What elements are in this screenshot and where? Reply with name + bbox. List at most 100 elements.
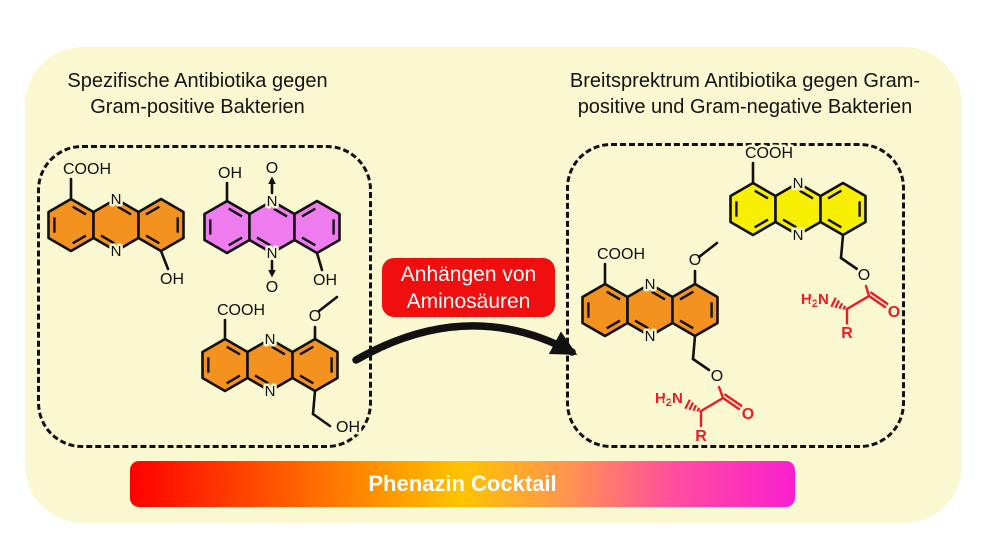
bond <box>691 357 711 372</box>
n-oxide-arrowhead <box>268 176 276 184</box>
double-bond <box>679 319 694 330</box>
atom-label-o: O <box>266 160 278 177</box>
molecule-phenazine-orange-ester: COOH O O O H2N R NN <box>581 241 757 448</box>
red-bond <box>721 396 741 411</box>
n-oxide-arrowhead <box>268 270 276 278</box>
double-bond <box>72 205 87 216</box>
double-bond <box>226 374 241 385</box>
red-bond <box>864 284 871 298</box>
double-bond <box>100 234 115 245</box>
atom-label-n: N <box>265 331 276 348</box>
hash-mark <box>842 305 847 310</box>
left-group-box <box>37 145 372 448</box>
molecule-phenazine-orange-1: COOH OH N N <box>47 159 187 291</box>
double-bond <box>634 319 649 330</box>
atom-label-o: O <box>266 279 278 296</box>
double-bond <box>679 290 694 301</box>
atom-label-oh: OH <box>160 271 184 288</box>
hash-mark <box>830 297 837 308</box>
double-bond <box>301 236 316 247</box>
atom-label-o: O <box>711 368 723 385</box>
left-title-line2: Gram-positive Bakterien <box>90 96 305 118</box>
atom-label-n: N <box>111 191 122 208</box>
red-bond <box>867 294 887 309</box>
cocktail-bar-label: Phenazin Cocktail <box>368 471 557 496</box>
atom-label-n: N <box>265 383 276 400</box>
hash-mark <box>838 302 844 310</box>
atom-label-n: N <box>267 245 278 262</box>
atom-label-o: O <box>858 267 870 284</box>
atom-label-n: N <box>793 175 804 192</box>
double-bond <box>827 189 842 200</box>
atom-label-h2n: H2N <box>801 291 829 310</box>
double-bond <box>273 207 288 218</box>
double-bond <box>301 207 316 218</box>
double-bond <box>226 345 241 356</box>
hash-mark <box>688 402 694 411</box>
double-bond <box>606 290 621 301</box>
atom-label-n: N <box>793 227 804 244</box>
double-bond <box>271 345 286 356</box>
red-bond <box>699 396 725 413</box>
right-title-line1: Breitsprektrum Antibiotika gegen Gram- <box>569 70 921 92</box>
atom-label-oh: OH <box>336 419 360 436</box>
atom-label-n: N <box>111 243 122 260</box>
atom-label-n: N <box>267 193 278 210</box>
bond <box>159 249 170 271</box>
double-bond <box>228 236 243 247</box>
atom-label-n: N <box>645 276 656 293</box>
left-title: Spezifische Antibiotika gegen Gram-posit… <box>30 68 365 120</box>
left-title-line1: Spezifische Antibiotika gegen <box>67 70 328 92</box>
bond <box>839 256 859 271</box>
atom-label-o: O <box>689 252 701 269</box>
atom-label-oh: OH <box>218 165 242 182</box>
hash-mark <box>684 399 691 410</box>
methyl-bond <box>697 241 719 259</box>
reaction-label-line1: Anhängen von <box>400 262 537 286</box>
reaction-label-line2: Aminosäuren <box>406 289 531 313</box>
bond <box>839 233 845 260</box>
phenazin-cocktail-bar: Phenazin Cocktail <box>130 461 795 507</box>
hash-mark <box>696 407 701 412</box>
bond <box>691 334 697 361</box>
right-title: Breitsprektrum Antibiotika gegen Gram- p… <box>515 68 975 120</box>
double-bond <box>827 218 842 229</box>
double-bond <box>299 374 314 385</box>
right-group-box <box>566 143 905 448</box>
molecule-phenazine-orange-2: COOH O OH NN <box>201 295 363 439</box>
red-bond <box>724 393 743 407</box>
stereo-hash-bond <box>830 297 847 310</box>
red-bond <box>845 294 871 311</box>
hash-mark <box>834 300 840 309</box>
double-bond <box>145 205 160 216</box>
red-bond <box>717 385 725 400</box>
double-bond <box>117 205 132 216</box>
atom-label-cooh: COOH <box>217 302 265 319</box>
double-bond <box>782 218 797 229</box>
double-bond <box>145 234 160 245</box>
double-bond <box>228 207 243 218</box>
atom-label-h2n: H2N <box>655 390 683 409</box>
double-bond <box>606 319 621 330</box>
double-bond <box>299 345 314 356</box>
double-bond <box>799 189 814 200</box>
double-bond <box>72 234 87 245</box>
atom-label-cooh: COOH <box>597 246 645 263</box>
double-bond <box>256 236 271 247</box>
atom-label-r: R <box>841 325 853 342</box>
atom-label-cooh: COOH <box>63 161 111 178</box>
reaction-label: Anhängen von Aminosäuren <box>382 258 555 317</box>
atom-label-oh: OH <box>313 272 337 289</box>
bond <box>315 251 324 272</box>
hash-mark <box>692 404 698 412</box>
reaction-arrow <box>352 322 578 364</box>
double-bond <box>754 218 769 229</box>
double-bond <box>651 290 666 301</box>
double-bond <box>254 374 269 385</box>
atom-label-o-red: O <box>742 406 754 423</box>
bond <box>311 389 317 416</box>
atom-label-cooh: COOH <box>745 145 793 162</box>
atom-label-n: N <box>645 328 656 345</box>
